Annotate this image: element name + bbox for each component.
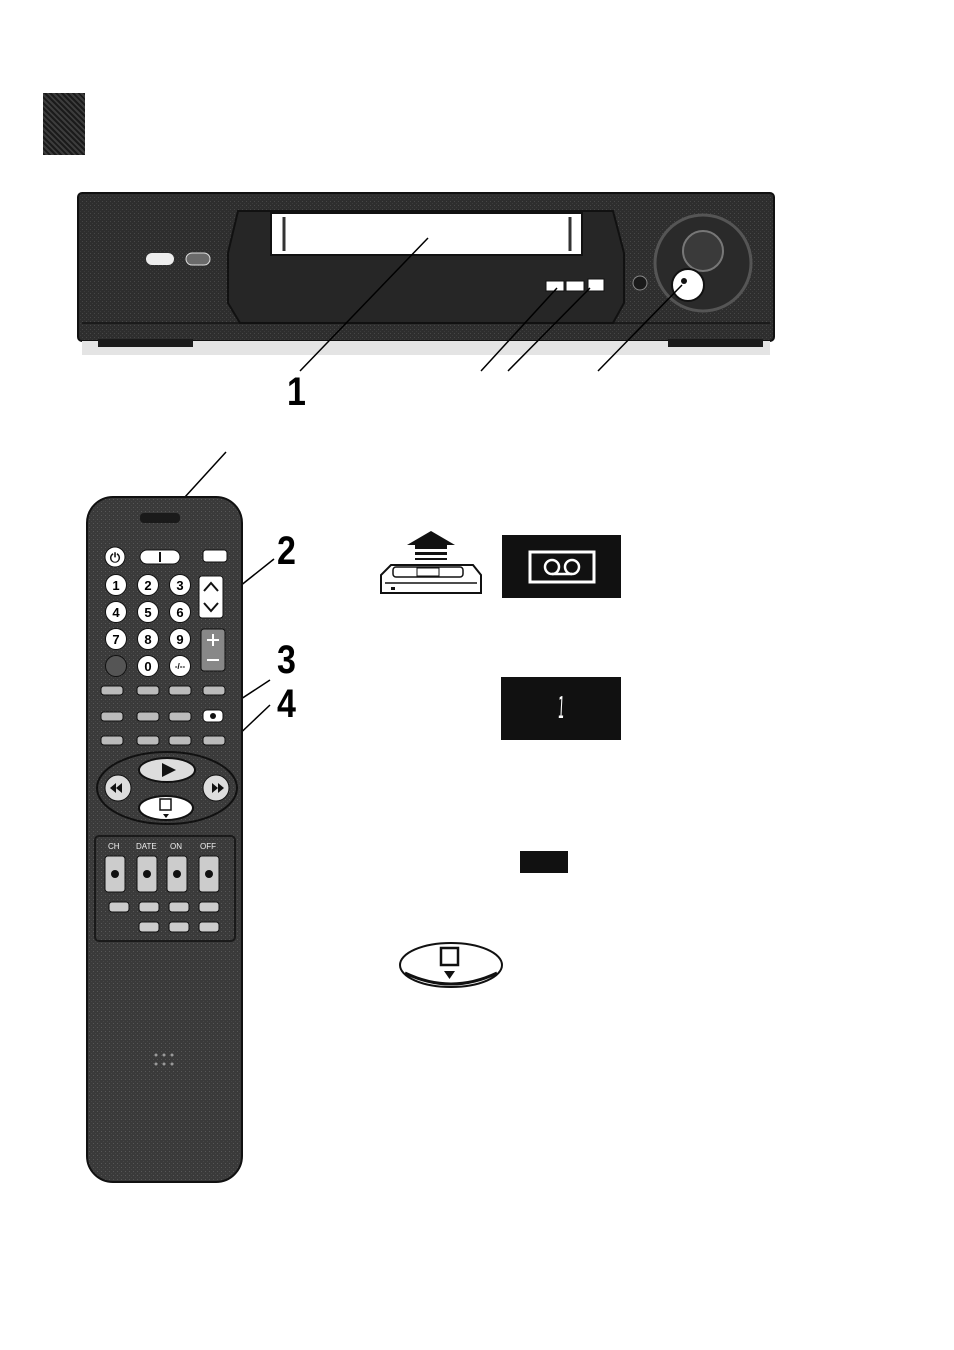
cassette-icon — [528, 550, 596, 584]
key-6[interactable]: 6 — [169, 601, 191, 623]
tray-label-date: DATE — [136, 842, 157, 851]
step-number-4: 4 — [277, 684, 296, 724]
key-8[interactable]: 8 — [137, 628, 159, 650]
step-number-2: 2 — [277, 531, 296, 571]
remote-timer-tray — [95, 836, 240, 946]
key-aux[interactable] — [105, 655, 127, 677]
key-5[interactable]: 5 — [137, 601, 159, 623]
key-4[interactable]: 4 — [105, 601, 127, 623]
remote-channel-rocker[interactable] — [198, 575, 224, 619]
key-1[interactable]: 1 — [105, 574, 127, 596]
remote-function-buttons — [95, 680, 235, 750]
key-0[interactable]: 0 — [137, 655, 159, 677]
cassette-insert-icon — [377, 531, 485, 601]
key-2[interactable]: 2 — [137, 574, 159, 596]
key-dash[interactable]: -/-- — [169, 655, 191, 677]
tray-label-on: ON — [170, 842, 182, 851]
stop-button-illustration — [397, 939, 505, 991]
step-number-1: 1 — [287, 372, 306, 412]
remote-volume-rocker[interactable] — [200, 628, 226, 672]
tray-label-ch: CH — [108, 842, 120, 851]
tray-label-off: OFF — [200, 842, 216, 851]
counter-display: 1 — [501, 677, 621, 740]
remote-speaker-grille — [150, 1050, 180, 1070]
key-7[interactable]: 7 — [105, 628, 127, 650]
key-3[interactable]: 3 — [169, 574, 191, 596]
key-9[interactable]: 9 — [169, 628, 191, 650]
status-indicator-block — [520, 851, 568, 873]
step-number-3: 3 — [277, 640, 296, 680]
cassette-indicator-display — [502, 535, 621, 598]
counter-digit: 1 — [557, 691, 565, 726]
remote-stop-button[interactable] — [137, 794, 195, 822]
ir-window — [140, 513, 180, 523]
svg-text:⏻: ⏻ — [110, 551, 121, 566]
